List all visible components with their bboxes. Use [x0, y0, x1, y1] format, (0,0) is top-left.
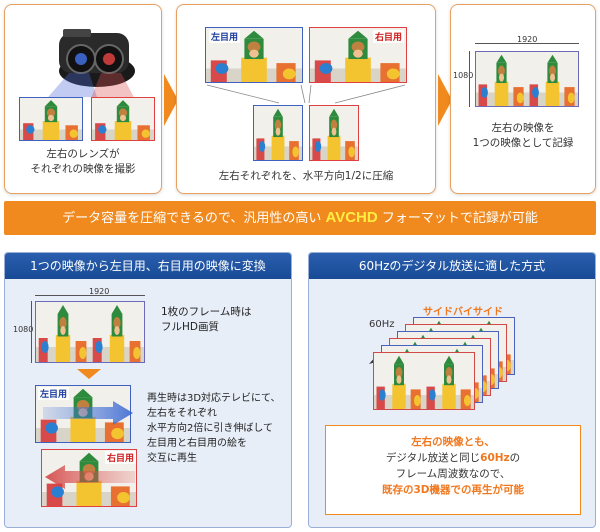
arrow-down-icon — [77, 369, 101, 379]
height-label: 1080 — [13, 325, 34, 334]
step2-card: 左目用 右目用 左右それぞれを、水平方向1/2に圧縮 — [176, 4, 436, 194]
combined-frame — [475, 51, 579, 107]
left-eye-tag: 左目用 — [209, 30, 241, 43]
step2-caption: 左右それぞれを、水平方向1/2に圧縮 — [218, 170, 394, 182]
step3-caption: 左右の映像を 1つの映像として記録 — [472, 122, 574, 149]
left-lens-image — [19, 97, 83, 141]
broadcast-panel-title: 60Hzのデジタル放送に適した方式 — [309, 253, 595, 279]
compress-arrows — [206, 84, 406, 104]
left-compressed-image — [253, 105, 303, 161]
arrow-right-icon — [438, 74, 452, 126]
step3-card: 1920 1080 左右の映像を 1つの映像として記録 — [450, 4, 596, 194]
right-compressed-image — [309, 105, 359, 161]
right-eye-image — [309, 27, 407, 83]
fullhd-frame — [35, 301, 145, 363]
width-label: 1920 — [89, 287, 110, 296]
stretch-left-arrow-icon — [45, 465, 135, 489]
sbs-label: サイドバイサイド — [423, 307, 503, 318]
step1-caption: 左右のレンズが それぞれの映像を撮影 — [30, 148, 136, 175]
broadcast-panel: 60Hzのデジタル放送に適した方式 サイドバイサイド 60Hz 左右の映像とも、… — [308, 252, 596, 528]
left-eye-image — [205, 27, 303, 83]
sbs-frame — [373, 352, 475, 410]
fullhd-text: 1枚のフレーム時は フルHD画質 — [161, 306, 252, 333]
compat-note: 左右の映像とも、 デジタル放送と同じ60Hzの フレーム周波数なので、 既存の3… — [325, 425, 581, 515]
arrow-right-icon — [164, 74, 178, 126]
right-lens-image — [91, 97, 155, 141]
hz-label: 60Hz — [369, 319, 395, 330]
conversion-panel-title: 1つの映像から左目用、右目用の映像に変換 — [5, 253, 291, 279]
playback-text: 再生時は3D対応テレビにて、 左右をそれぞれ 水平方向2倍に引き伸ばして 左目用… — [147, 393, 281, 464]
conversion-panel: 1つの映像から左目用、右目用の映像に変換 1920 1080 1枚のフレーム時は… — [4, 252, 292, 528]
width-label: 1920 — [517, 35, 538, 44]
step1-card: 左右のレンズが それぞれの映像を撮影 — [4, 4, 162, 194]
right-eye-stretched-image — [41, 449, 137, 507]
stretch-right-arrow-icon — [43, 401, 133, 425]
camera-icon — [48, 29, 135, 97]
left-eye-tag: 左目用 — [38, 387, 70, 400]
height-label: 1080 — [453, 71, 474, 80]
right-eye-tag: 右目用 — [373, 30, 405, 43]
avchd-banner: データ容量を圧縮できるので、汎用性の高い AVCHD フォーマットで記録が可能 — [4, 201, 596, 235]
right-eye-tag: 右目用 — [105, 451, 137, 464]
